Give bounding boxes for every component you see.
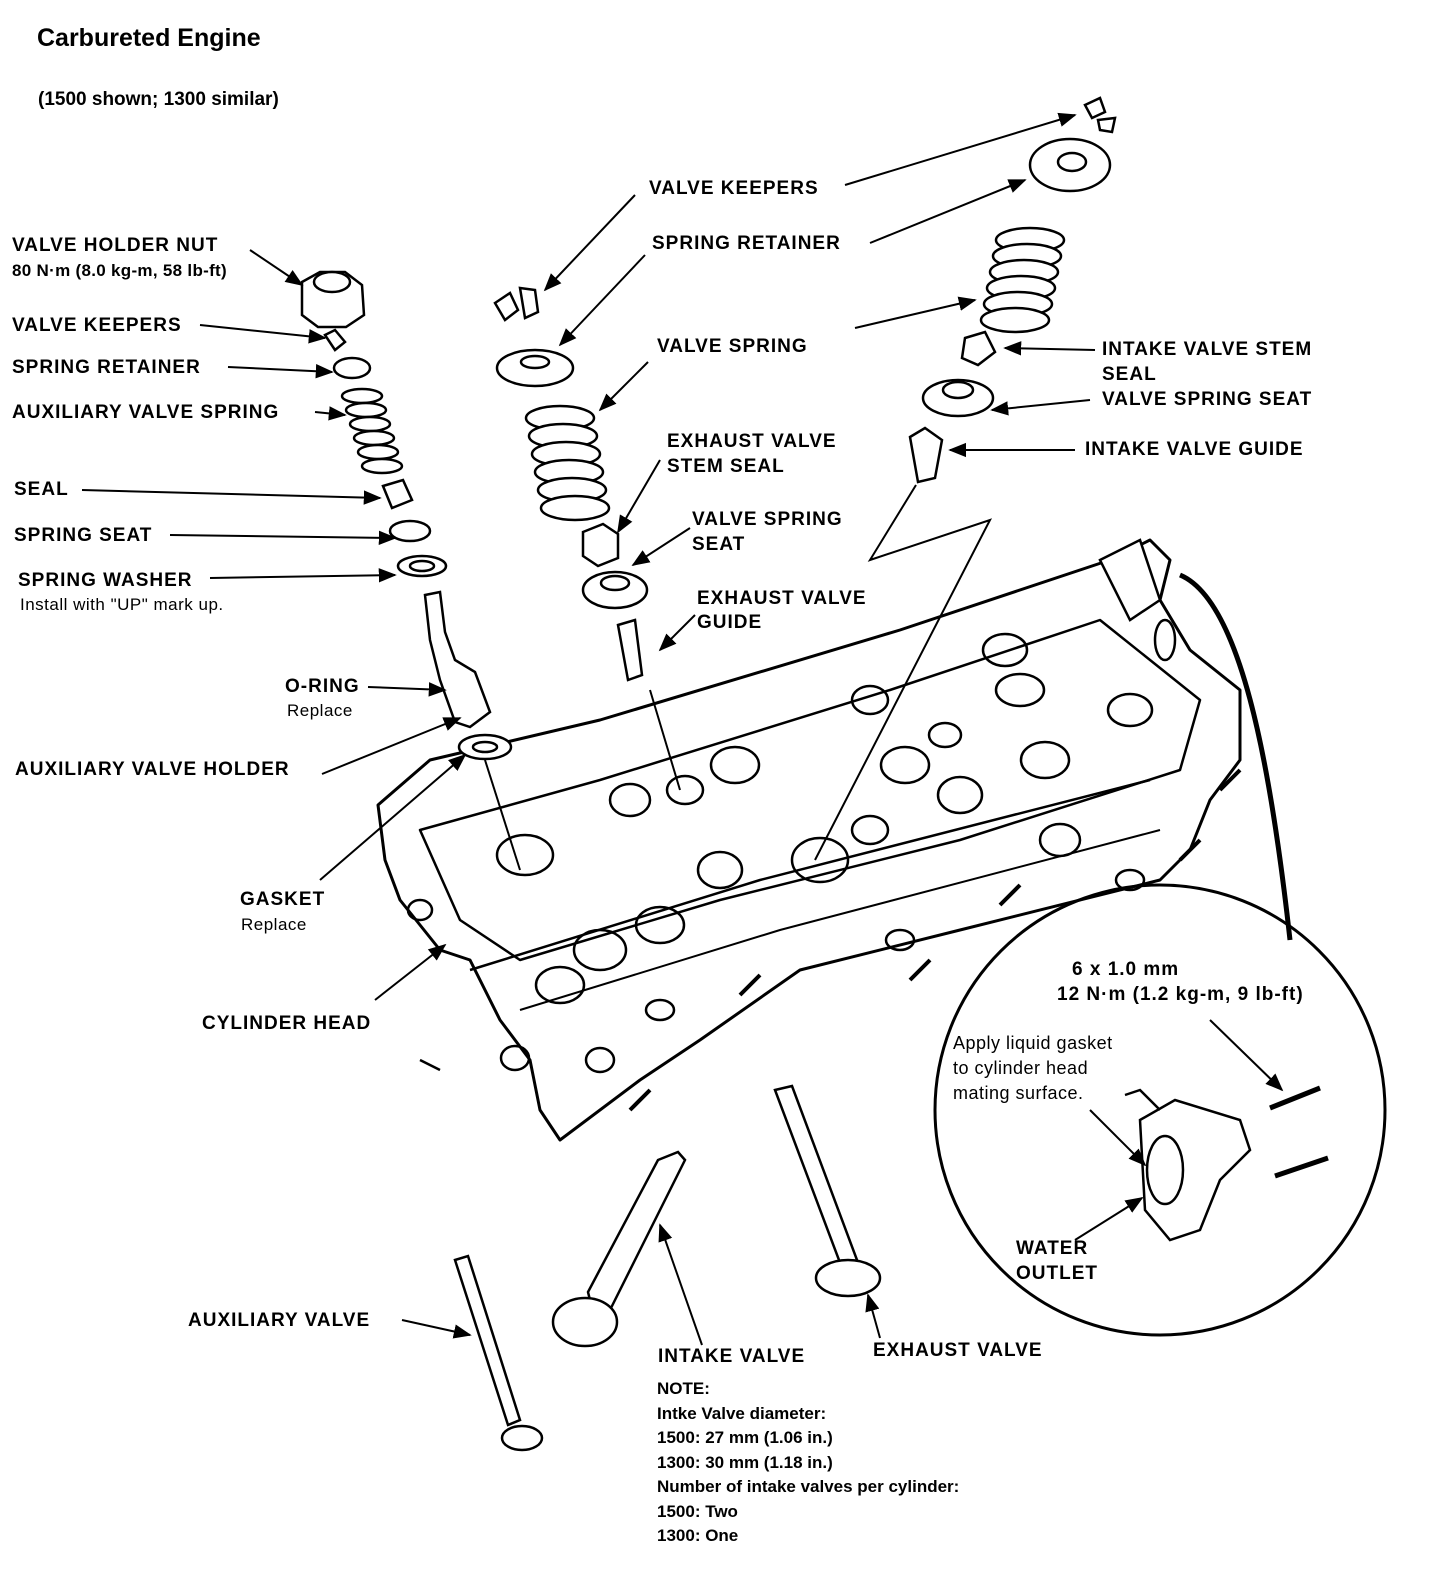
note-heading: NOTE: bbox=[657, 1379, 710, 1398]
note-line: Intke Valve diameter: bbox=[657, 1403, 827, 1423]
exhaust-valve-stack bbox=[493, 286, 649, 682]
note-line: 1500: 27 mm (1.06 in.) bbox=[657, 1428, 833, 1447]
leader-lines bbox=[81, 112, 1284, 1346]
label-liquid-gasket-line3: mating surface. bbox=[953, 1083, 1084, 1103]
label-o-ring-note: Replace bbox=[287, 701, 353, 720]
label-spring-washer-note: Install with "UP" mark up. bbox=[20, 595, 224, 614]
label-bolt-size: 6 x 1.0 mm bbox=[1072, 959, 1180, 980]
label-aux-valve-holder: AUXILIARY VALVE HOLDER bbox=[15, 759, 290, 780]
label-valve-holder-nut-torque: 80 N·m (8.0 kg-m, 58 lb-ft) bbox=[12, 261, 227, 280]
label-valve-spring-seat-line1: VALVE SPRING bbox=[692, 509, 843, 530]
label-seal: SEAL bbox=[14, 479, 69, 500]
label-o-ring: O-RING bbox=[285, 676, 360, 697]
label-intake-valve-spring-seat: VALVE SPRING SEAT bbox=[1102, 389, 1313, 410]
water-outlet-inset bbox=[933, 572, 1387, 1337]
label-valve-holder-nut: VALVE HOLDER NUT bbox=[12, 235, 219, 256]
label-valve-keepers: VALVE KEEPERS bbox=[649, 178, 819, 199]
label-liquid-gasket-line1: Apply liquid gasket bbox=[953, 1033, 1113, 1053]
label-valve-spring-seat-line2: SEAT bbox=[692, 534, 746, 555]
note-line: 1500: Two bbox=[657, 1501, 738, 1521]
assembly-line bbox=[814, 484, 993, 861]
label-aux-valve-keepers: VALVE KEEPERS bbox=[12, 315, 182, 336]
label-auxiliary-valve: AUXILIARY VALVE bbox=[188, 1310, 371, 1331]
valves bbox=[453, 1084, 882, 1452]
label-exhaust-valve-stem-seal-line1: EXHAUST VALVE bbox=[667, 431, 837, 452]
note-line: 1300: One bbox=[657, 1526, 739, 1545]
note-line: Number of intake valves per cylinder: bbox=[657, 1477, 960, 1496]
label-gasket: GASKET bbox=[240, 889, 326, 910]
label-gasket-note: Replace bbox=[241, 915, 307, 934]
intake-valve-stack bbox=[908, 96, 1117, 484]
label-water-outlet-line1: WATER bbox=[1016, 1238, 1089, 1259]
note-line: 1300: 30 mm (1.18 in.) bbox=[657, 1452, 833, 1472]
label-spring-seat: SPRING SEAT bbox=[14, 525, 153, 546]
label-aux-valve-spring: AUXILIARY VALVE SPRING bbox=[12, 402, 280, 423]
aux-valve-stack bbox=[300, 270, 513, 761]
page-title: Carbureted Engine bbox=[37, 24, 261, 52]
cylinder-head-details bbox=[406, 538, 1242, 1112]
label-spring-washer: SPRING WASHER bbox=[18, 570, 193, 591]
label-spring-retainer: SPRING RETAINER bbox=[652, 233, 841, 254]
label-intake-valve-stem-seal-line2: SEAL bbox=[1102, 364, 1157, 385]
label-aux-spring-retainer: SPRING RETAINER bbox=[12, 357, 201, 378]
page-subtitle: (1500 shown; 1300 similar) bbox=[38, 89, 279, 110]
label-intake-valve-guide: INTAKE VALVE GUIDE bbox=[1085, 439, 1304, 460]
label-water-outlet-line2: OUTLET bbox=[1016, 1263, 1098, 1284]
label-exhaust-valve-stem-seal-line2: STEM SEAL bbox=[667, 456, 785, 477]
label-intake-valve: INTAKE VALVE bbox=[658, 1346, 806, 1367]
label-valve-spring: VALVE SPRING bbox=[657, 336, 808, 357]
label-intake-valve-stem-seal-line1: INTAKE VALVE STEM bbox=[1102, 339, 1313, 360]
guide-lines bbox=[484, 689, 681, 871]
label-liquid-gasket-line2: to cylinder head bbox=[953, 1058, 1089, 1078]
label-exhaust-valve: EXHAUST VALVE bbox=[873, 1340, 1043, 1361]
label-exhaust-valve-guide-line1: EXHAUST VALVE bbox=[697, 588, 867, 609]
label-exhaust-valve-guide-line2: GUIDE bbox=[697, 612, 763, 633]
label-bolt-torque: 12 N·m (1.2 kg-m, 9 lb-ft) bbox=[1057, 984, 1304, 1005]
note-block: NOTE: Intke Valve diameter: 1500: 27 mm … bbox=[657, 1377, 959, 1549]
label-cylinder-head: CYLINDER HEAD bbox=[202, 1013, 372, 1034]
